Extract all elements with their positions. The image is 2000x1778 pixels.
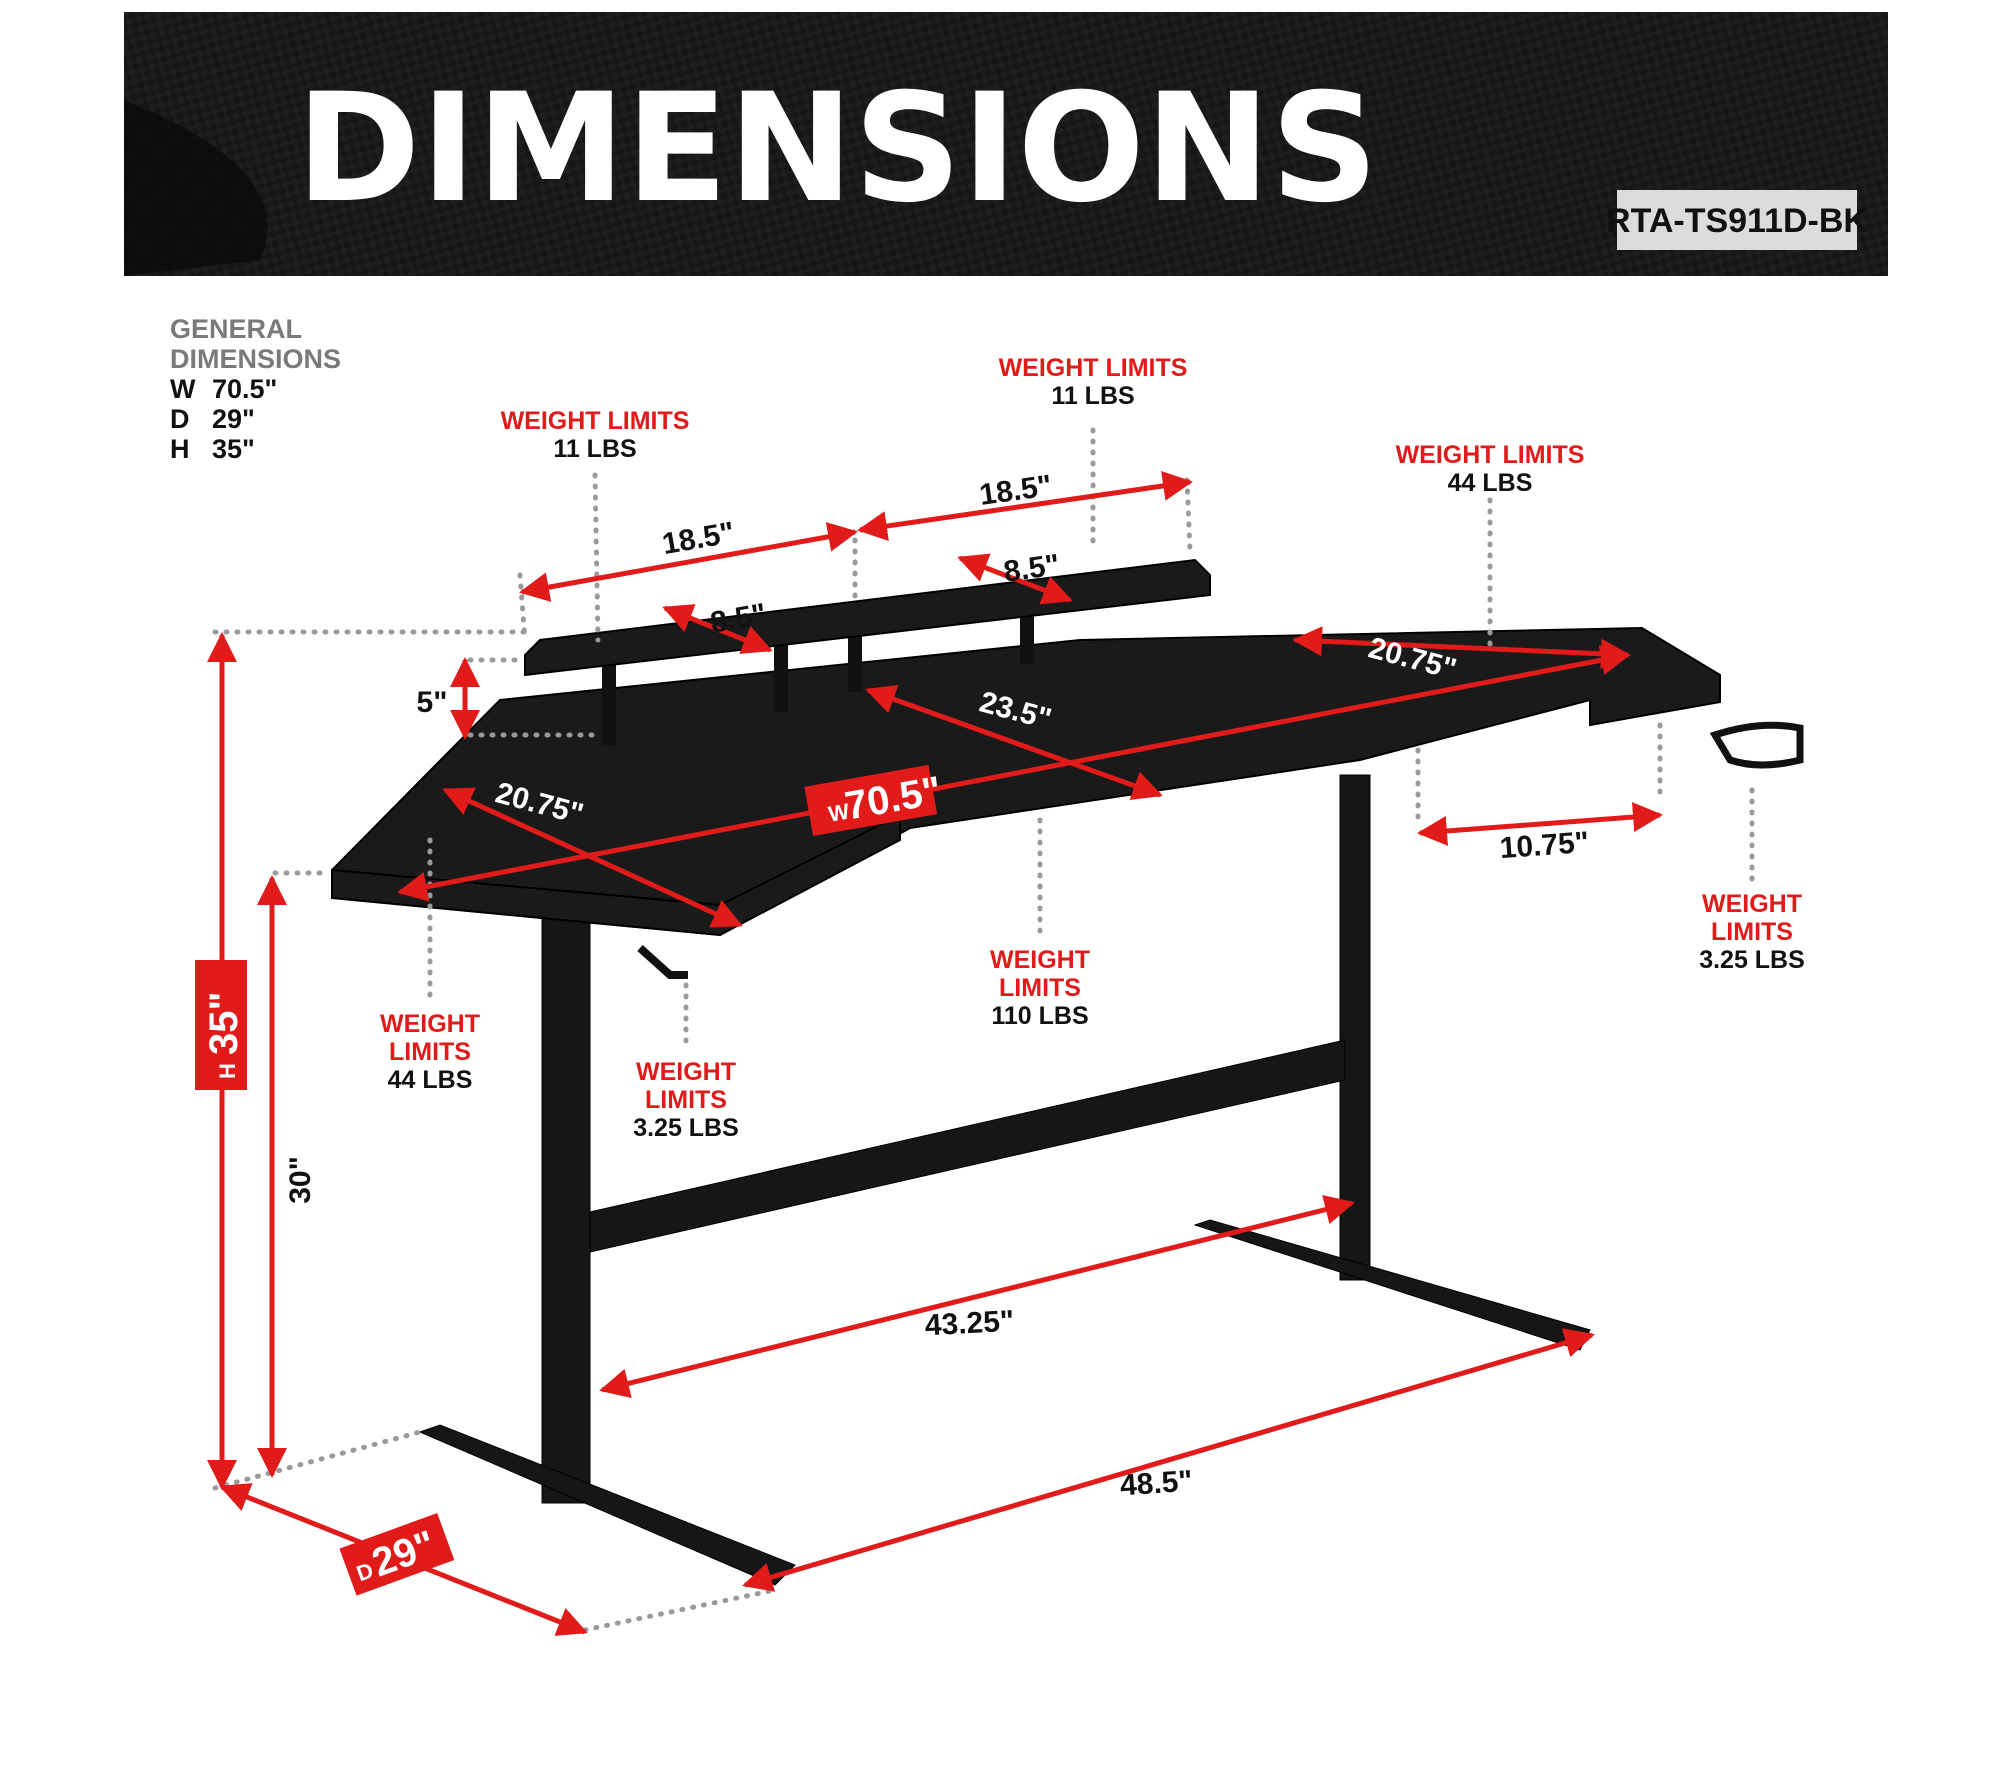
front-foot	[418, 1424, 796, 1586]
dim-desk-height: 30"	[284, 1156, 317, 1204]
general-dimensions: GENERAL DIMENSIONS W 70.5" D 29" H 35"	[170, 314, 341, 464]
wl-headphone-label1: WEIGHT	[636, 1058, 736, 1086]
dim-leg-outer: 48.5"	[1119, 1465, 1194, 1503]
wl-center-label1: WEIGHT	[990, 946, 1090, 974]
depth-badge: D 29"	[339, 1513, 455, 1596]
dimension-lines	[207, 471, 1663, 1636]
leg-outer-line	[742, 1328, 1595, 1592]
shelf-depth-right-line	[957, 553, 1073, 605]
height-badge: H 35"	[195, 960, 247, 1090]
general-w-value: 70.5"	[212, 374, 277, 404]
wl-right-wing-value: 44 LBS	[1448, 469, 1533, 497]
cable-tray-line	[1417, 802, 1663, 846]
wl-left-wing-label2: LIMITS	[389, 1038, 471, 1066]
general-h-value: 35"	[212, 434, 255, 464]
general-d-value: 29"	[212, 404, 255, 434]
wl-right-wing-label: WEIGHT LIMITS	[1396, 441, 1585, 469]
desk-illustration	[331, 558, 1804, 1586]
dim-height: 35"	[202, 992, 246, 1055]
wl-left-wing-label1: WEIGHT	[380, 1010, 480, 1038]
cup-holder	[1709, 721, 1804, 769]
wl-left-shelf-label: WEIGHT LIMITS	[501, 407, 690, 435]
leg-inner-line	[599, 1194, 1355, 1399]
wl-headphone-value: 3.25 LBS	[633, 1114, 739, 1142]
wl-cup-holder-label1: WEIGHT	[1702, 890, 1802, 918]
general-d-label: D	[170, 404, 190, 434]
dim-cable-tray: 10.75"	[1499, 826, 1590, 865]
wl-cup-holder-label2: LIMITS	[1711, 918, 1793, 946]
general-heading-line1: GENERAL	[170, 314, 302, 344]
weight-limit-callouts: WEIGHT LIMITS 11 LBS WEIGHT LIMITS 11 LB…	[380, 354, 1805, 1142]
wl-left-shelf-value: 11 LBS	[553, 435, 636, 463]
width-line	[397, 645, 1631, 902]
dim-shelf-height: 5"	[417, 686, 448, 719]
general-heading-line2: DIMENSIONS	[170, 344, 341, 374]
wl-center-label2: LIMITS	[999, 974, 1081, 1002]
wl-center-value: 110 LBS	[991, 1002, 1088, 1030]
model-number: RTA-TS911D-BK	[1606, 202, 1868, 240]
shelf-right-line	[857, 471, 1193, 541]
header-banner: DIMENSIONS RTA-TS911D-BK	[124, 12, 1888, 276]
general-h-label: H	[170, 434, 190, 464]
wl-cup-holder-value: 3.25 LBS	[1699, 946, 1805, 974]
shelf-depth-left-line	[662, 604, 773, 654]
wl-right-shelf-value: 11 LBS	[1051, 382, 1134, 410]
front-leg	[541, 917, 591, 1504]
wl-left-wing-value: 44 LBS	[388, 1066, 473, 1094]
page-title: DIMENSIONS	[296, 62, 1379, 236]
shelf-left-line	[519, 522, 858, 602]
model-badge	[1617, 190, 1857, 250]
wl-right-shelf-label: WEIGHT LIMITS	[999, 354, 1188, 382]
dim-shelf-depth-right: 8.5"	[1002, 548, 1062, 588]
width-prefix: W	[826, 799, 851, 827]
general-w-label: W	[170, 374, 196, 404]
headphone-hook	[637, 945, 688, 979]
height-prefix: H	[215, 1063, 240, 1079]
dim-leg-inner: 43.25"	[924, 1305, 1015, 1343]
back-foot	[1193, 1219, 1591, 1351]
wl-headphone-label2: LIMITS	[645, 1086, 727, 1114]
